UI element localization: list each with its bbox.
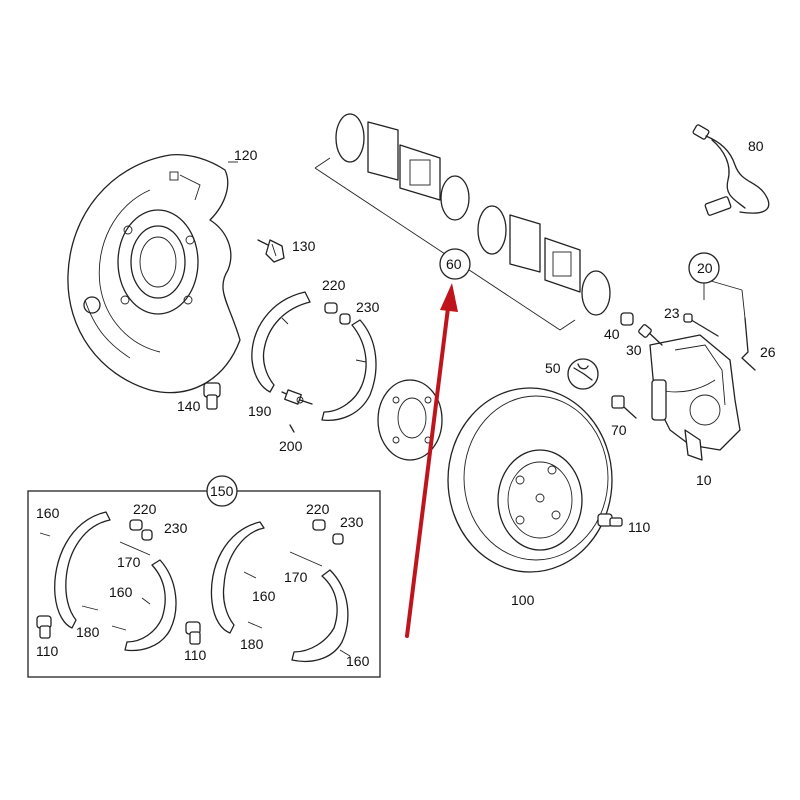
parking-brake-shoes[interactable] bbox=[251, 291, 377, 421]
callout-60[interactable] bbox=[439, 248, 471, 280]
adjuster-190[interactable] bbox=[281, 389, 313, 405]
inset-bolt-left[interactable] bbox=[36, 615, 52, 639]
label-190: 190 bbox=[248, 403, 272, 419]
label-110: 110 bbox=[628, 519, 651, 535]
spring-clip-26[interactable] bbox=[741, 317, 756, 371]
brake-disc[interactable] bbox=[447, 387, 613, 573]
inset-right-shoes[interactable] bbox=[210, 519, 351, 663]
label-100: 100 bbox=[511, 592, 535, 608]
inset-label-220: 220 bbox=[133, 501, 157, 517]
label-40: 40 bbox=[604, 326, 620, 342]
inset-label-180: 180 bbox=[240, 636, 264, 652]
label-120: 120 bbox=[234, 147, 258, 163]
label-80: 80 bbox=[748, 138, 764, 154]
bolt-70[interactable] bbox=[611, 395, 637, 419]
callout-150[interactable] bbox=[206, 475, 238, 507]
cap-230[interactable] bbox=[339, 313, 351, 325]
brake-caliper[interactable] bbox=[649, 334, 741, 461]
label-30: 30 bbox=[626, 342, 642, 358]
bracket-20 bbox=[703, 278, 746, 319]
inset-label-230: 230 bbox=[164, 520, 188, 536]
hub-flange[interactable] bbox=[377, 379, 443, 461]
label-23: 23 bbox=[664, 305, 680, 321]
inset-label-220: 220 bbox=[306, 501, 330, 517]
wrench-icon bbox=[567, 358, 599, 390]
inset-label-160: 160 bbox=[109, 584, 133, 600]
inset-label-170: 170 bbox=[117, 554, 141, 570]
wear-sensor[interactable] bbox=[692, 124, 770, 216]
label-50: 50 bbox=[545, 360, 561, 376]
label-150: 150 bbox=[210, 483, 234, 499]
pin-200[interactable] bbox=[289, 424, 295, 433]
label-10: 10 bbox=[696, 472, 712, 488]
inset-label-160: 160 bbox=[346, 653, 370, 669]
label-130: 130 bbox=[292, 238, 316, 254]
label-220: 220 bbox=[322, 277, 346, 293]
inset-left-shoes[interactable] bbox=[39, 511, 177, 652]
guide-pin-23[interactable] bbox=[683, 313, 719, 337]
label-200: 200 bbox=[279, 438, 303, 454]
inset-label-170: 170 bbox=[284, 569, 308, 585]
label-60: 60 bbox=[446, 256, 462, 272]
bolt-110[interactable] bbox=[597, 513, 623, 527]
inset-bolt-right[interactable] bbox=[185, 621, 201, 645]
dust-shield[interactable] bbox=[67, 154, 241, 394]
label-230: 230 bbox=[356, 299, 380, 315]
inset-label-110: 110 bbox=[184, 647, 207, 663]
inset-label-230: 230 bbox=[340, 514, 364, 530]
inset-label-160: 160 bbox=[36, 505, 60, 521]
cap-40[interactable] bbox=[620, 312, 634, 326]
inset-label-180: 180 bbox=[76, 624, 100, 640]
label-20: 20 bbox=[697, 260, 713, 276]
label-26: 26 bbox=[760, 344, 776, 360]
brake-pad-set[interactable] bbox=[314, 113, 611, 331]
label-70: 70 bbox=[611, 422, 627, 438]
label-140: 140 bbox=[177, 398, 201, 414]
bolt-130[interactable] bbox=[257, 239, 285, 263]
inset-label-160: 160 bbox=[252, 588, 276, 604]
highlight-arrow bbox=[405, 283, 458, 638]
inset-label-110: 110 bbox=[36, 643, 59, 659]
spring-220[interactable] bbox=[324, 302, 338, 314]
callout-20[interactable] bbox=[688, 252, 720, 284]
bolt-30[interactable] bbox=[638, 324, 663, 346]
bolt-140[interactable] bbox=[203, 382, 221, 410]
